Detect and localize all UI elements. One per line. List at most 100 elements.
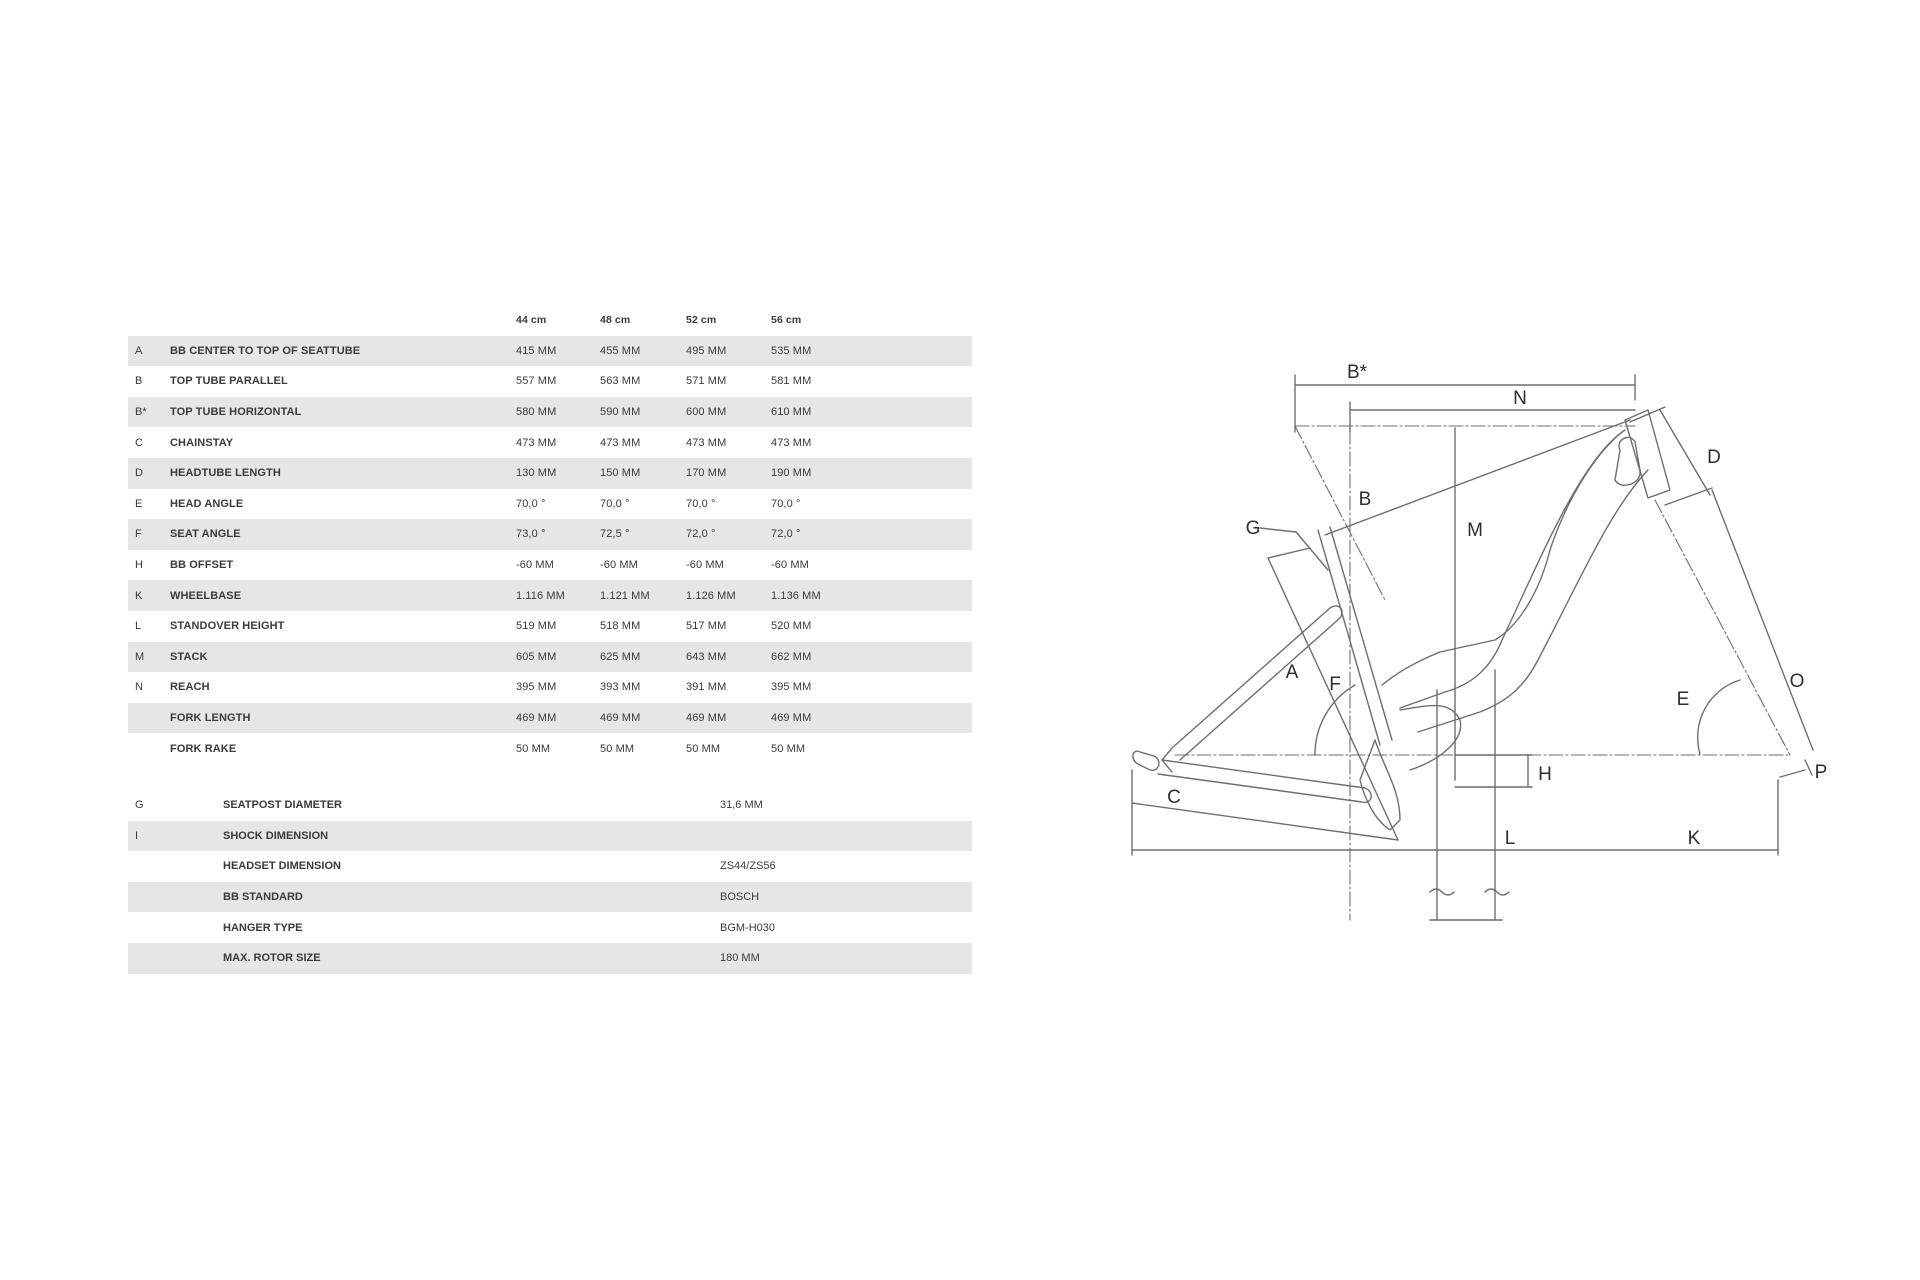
spec-value: BOSCH — [720, 881, 972, 913]
row-value: 473 MM — [516, 436, 557, 449]
spec-value: BGM-H030 — [720, 921, 776, 934]
row-label: TOP TUBE PARALLEL — [170, 375, 288, 388]
diagram-label-l: L — [1505, 828, 1516, 849]
row-value: 1.126 MM — [686, 580, 771, 611]
row-value: 473 MM — [686, 436, 727, 449]
spec-code — [128, 851, 223, 882]
row-value: 557 MM — [516, 375, 557, 388]
row-value: 70,0 ° — [686, 497, 716, 510]
row-code: A — [128, 335, 170, 367]
diagram-label-k: K — [1688, 828, 1701, 849]
row-value: 190 MM — [771, 457, 972, 489]
row-value: 393 MM — [600, 681, 641, 694]
row-code: H — [135, 559, 144, 572]
row-code: K — [128, 580, 170, 611]
row-value: 72,5 ° — [600, 519, 686, 550]
row-value: 518 MM — [600, 620, 641, 633]
diagram-label-p: P — [1815, 762, 1828, 783]
spec-value: ZS44/ZS56 — [720, 860, 776, 873]
row-value: 469 MM — [516, 702, 600, 734]
row-label: HEADTUBE LENGTH — [170, 457, 516, 489]
header-code-cell — [128, 305, 170, 336]
size-header-3: 56 cm — [771, 314, 802, 327]
row-value: 473 MM — [771, 436, 812, 449]
spec-label: SHOCK DIMENSION — [223, 820, 720, 852]
row-value: 605 MM — [516, 641, 600, 673]
spec-label: HANGER TYPE — [223, 921, 303, 934]
row-value: 1.121 MM — [600, 580, 686, 611]
diagram-label-m: M — [1467, 520, 1483, 541]
row-value: 391 MM — [686, 681, 727, 694]
row-value: 73,0 ° — [516, 519, 600, 550]
row-label: FORK RAKE — [170, 742, 237, 755]
row-value: 580 MM — [516, 396, 600, 428]
row-label: HEAD ANGLE — [170, 497, 244, 510]
row-value: 170 MM — [686, 457, 771, 489]
row-value: 519 MM — [516, 620, 557, 633]
row-value: 50 MM — [516, 742, 551, 755]
row-label: TOP TUBE HORIZONTAL — [170, 396, 516, 428]
row-code: N — [135, 681, 144, 694]
row-value: 469 MM — [771, 702, 972, 734]
row-code: B — [135, 375, 143, 388]
row-code: L — [135, 620, 142, 633]
row-value: 590 MM — [600, 396, 686, 428]
spec-label: HEADSET DIMENSION — [223, 860, 341, 873]
row-value: 563 MM — [600, 375, 641, 388]
row-code: E — [135, 497, 143, 510]
row-label: STANDOVER HEIGHT — [170, 620, 285, 633]
row-value: 1.116 MM — [516, 580, 600, 611]
row-value: 70,0 ° — [771, 497, 801, 510]
row-value: 600 MM — [686, 396, 771, 428]
spec-code — [128, 942, 223, 974]
row-value: 72,0 ° — [686, 519, 771, 550]
row-label: REACH — [170, 681, 210, 694]
spec-code — [128, 881, 223, 913]
spec-code — [128, 912, 223, 943]
spec-row: HEADSET DIMENSION ZS44/ZS56 — [128, 851, 972, 882]
row-value: 495 MM — [686, 335, 771, 367]
spec-code: I — [128, 820, 223, 852]
row-code: B* — [128, 396, 170, 428]
diagram-label-f: F — [1329, 674, 1341, 695]
row-value: 469 MM — [600, 702, 686, 734]
row-value: 662 MM — [771, 641, 972, 673]
row-value: 130 MM — [516, 457, 600, 489]
row-value: 625 MM — [600, 641, 686, 673]
row-value: 70,0 ° — [600, 497, 630, 510]
row-value: 469 MM — [686, 702, 771, 734]
row-label: CHAINSTAY — [170, 436, 234, 449]
row-code — [128, 702, 170, 734]
row-value: 50 MM — [771, 742, 806, 755]
diagram-label-c: C — [1167, 787, 1181, 808]
size-header-1: 48 cm — [600, 314, 631, 327]
row-value: 455 MM — [600, 335, 686, 367]
row-code: C — [135, 436, 144, 449]
row-value: -60 MM — [686, 559, 724, 572]
row-value: 415 MM — [516, 335, 600, 367]
spec-value: 180 MM — [720, 942, 972, 974]
row-value: 72,0 ° — [771, 519, 972, 550]
row-label: FORK LENGTH — [170, 702, 516, 734]
row-label: SEAT ANGLE — [170, 519, 516, 550]
row-value: 50 MM — [600, 742, 635, 755]
spec-value — [720, 820, 972, 852]
row-code — [128, 733, 170, 764]
row-value: -60 MM — [516, 559, 554, 572]
row-label: BB OFFSET — [170, 559, 234, 572]
